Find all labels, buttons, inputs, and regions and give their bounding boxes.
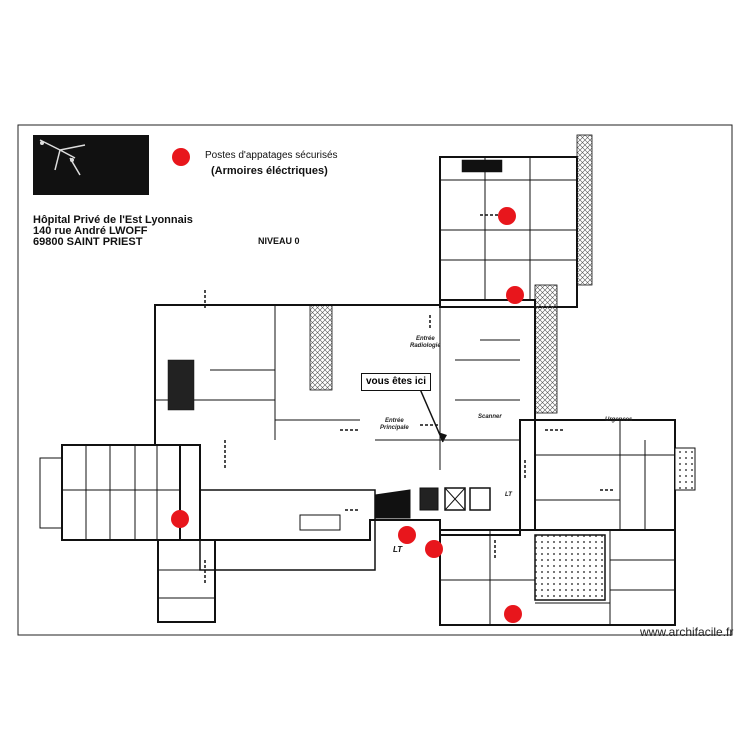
address-line-2: 140 rue André LWOFF [33,225,148,237]
label-lt-main: LT [393,545,403,554]
you-are-here-label: vous êtes ici [361,373,431,391]
legend-bait-station-marker [172,148,190,166]
legend-sublabel: (Armoires éléctriques) [211,165,328,177]
address-line-1: Hôpital Privé de l'Est Lyonnais [33,214,193,226]
level-label: NIVEAU 0 [258,236,300,246]
watermark: www.archifacile.fr [640,625,734,639]
bait-station-marker [425,540,443,558]
south-west-wing [157,539,216,623]
bait-station-marker [398,526,416,544]
dining-hall [199,489,376,571]
label-entree-radiologie: Entrée Radiologie [410,336,441,349]
hospital-logo-icon [33,135,149,195]
sheet-frame [17,124,733,636]
label-entree-principale: Entrée Principale [380,418,409,431]
label-lt-east: LT [505,492,512,498]
address-line-3: 69800 SAINT PRIEST [33,236,143,248]
label-urgences: Urgences [605,417,633,423]
west-wing [61,444,181,541]
south-east-wing [439,529,676,626]
bait-station-marker [506,286,524,304]
bait-station-marker [504,605,522,623]
east-wing [534,419,676,531]
legend-label: Postes d'appatages sécurisés [205,150,338,161]
bait-station-marker [498,207,516,225]
label-scanner: Scanner [478,414,502,420]
bait-station-marker [171,510,189,528]
